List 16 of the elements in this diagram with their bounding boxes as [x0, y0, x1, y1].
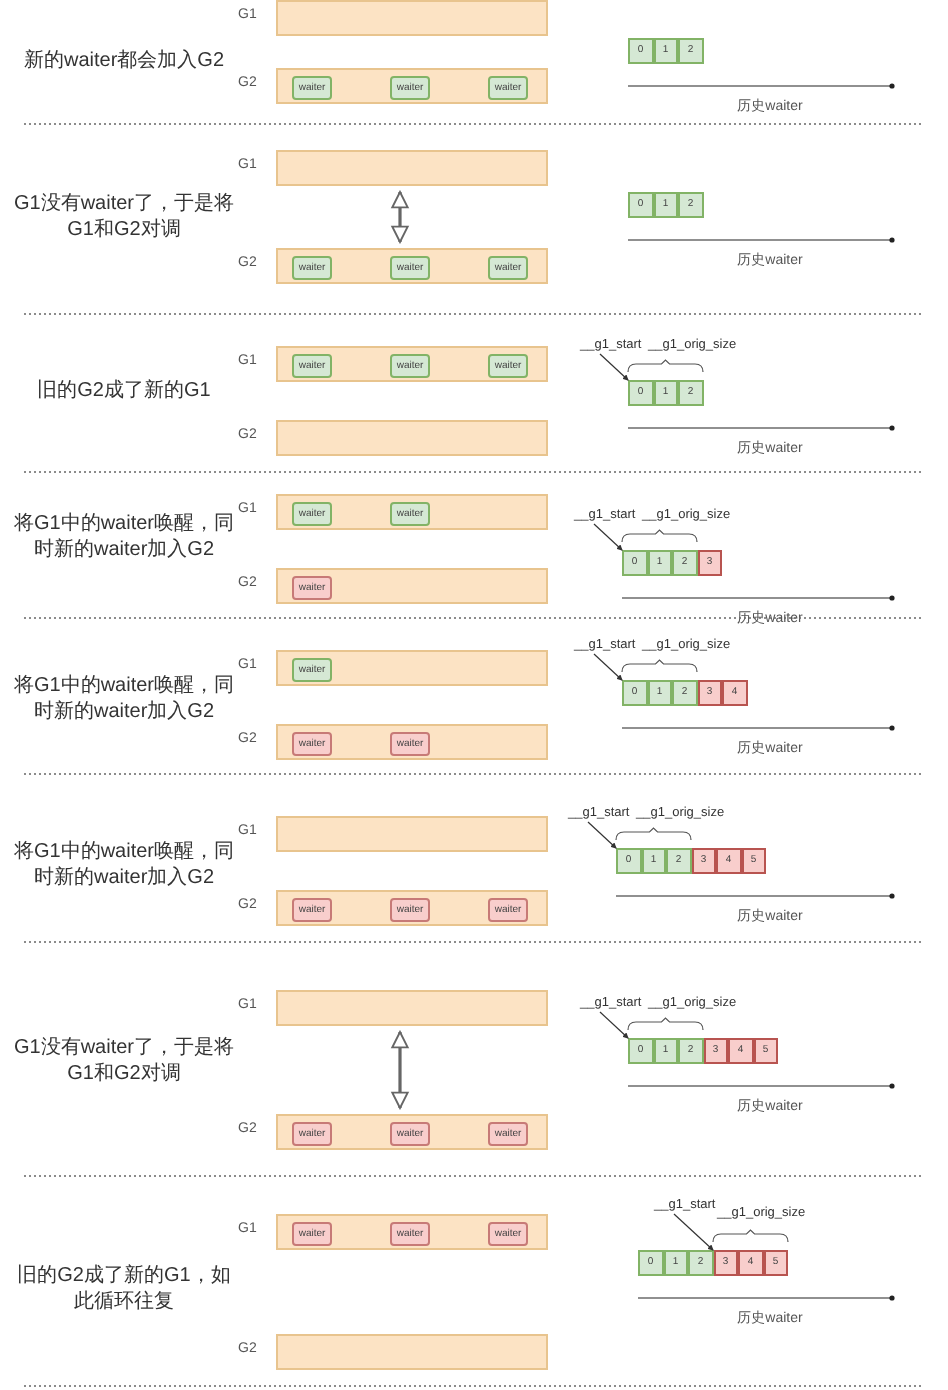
step-caption: G1没有waiter了，于是将G1和G2对调: [12, 1037, 236, 1087]
leader-arrow: [593, 653, 623, 681]
step-caption: 新的waiter都会加入G2: [21, 49, 226, 75]
leader-arrow: [587, 821, 617, 849]
step-caption: 旧的G2成了新的G1: [35, 379, 213, 405]
double-arrow: [391, 1031, 409, 1109]
step-caption: 将G1中的waiter唤醒，同时新的waiter加入G2: [12, 513, 236, 563]
leader-arrow: [593, 523, 623, 551]
leader-arrow: [599, 353, 629, 381]
leader-arrow: [673, 1213, 714, 1251]
double-arrow: [391, 191, 409, 243]
leader-arrow: [599, 1011, 629, 1039]
step-caption: 将G1中的waiter唤醒，同时新的waiter加入G2: [12, 841, 236, 891]
step-caption: 将G1中的waiter唤醒，同时新的waiter加入G2: [12, 675, 236, 725]
step-caption: G1没有waiter了，于是将G1和G2对调: [12, 193, 236, 243]
step-caption: 旧的G2成了新的G1，如此循环往复: [15, 1265, 233, 1315]
